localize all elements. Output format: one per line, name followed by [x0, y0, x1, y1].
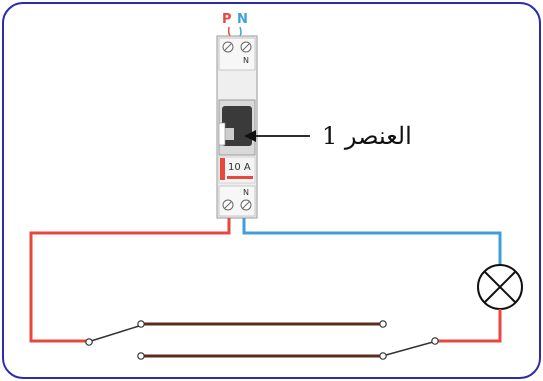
terminal-right-upper [379, 320, 387, 328]
phase-arrow [227, 26, 231, 37]
screw-icon [240, 199, 252, 211]
rating-label: 10 A [228, 162, 251, 173]
terminal-left-lower [137, 352, 145, 360]
rating-red-strip [227, 176, 253, 179]
terminal-left-upper [137, 320, 145, 328]
top-terminal-label: N [243, 56, 249, 65]
terminal-right-lower [379, 352, 387, 360]
circuit-breaker: N 10 A N [216, 35, 258, 219]
screw-icon [240, 41, 252, 53]
screw-icon [222, 41, 234, 53]
annotation-label: العنصر 1 [322, 122, 412, 150]
toggle-highlight [224, 128, 234, 140]
toggle-window [218, 122, 226, 146]
bottom-terminal-label: N [243, 188, 249, 197]
phase-label: P [222, 12, 232, 27]
lamp-cross-icon [477, 264, 523, 310]
neutral-arrow [239, 26, 242, 37]
two-way-switch-right [385, 337, 439, 356]
element-1-annotation: العنصر 1 [244, 122, 412, 150]
neutral-wire [242, 218, 502, 264]
switched-wire [438, 309, 502, 343]
screw-icon [222, 199, 234, 211]
annotation-arrow-head [244, 130, 256, 142]
phase-wire [29, 218, 231, 343]
two-way-switch-left [85, 325, 140, 346]
top-terminal-block [218, 37, 256, 71]
rating-red-bar [220, 158, 225, 180]
neutral-label: N [237, 12, 248, 27]
